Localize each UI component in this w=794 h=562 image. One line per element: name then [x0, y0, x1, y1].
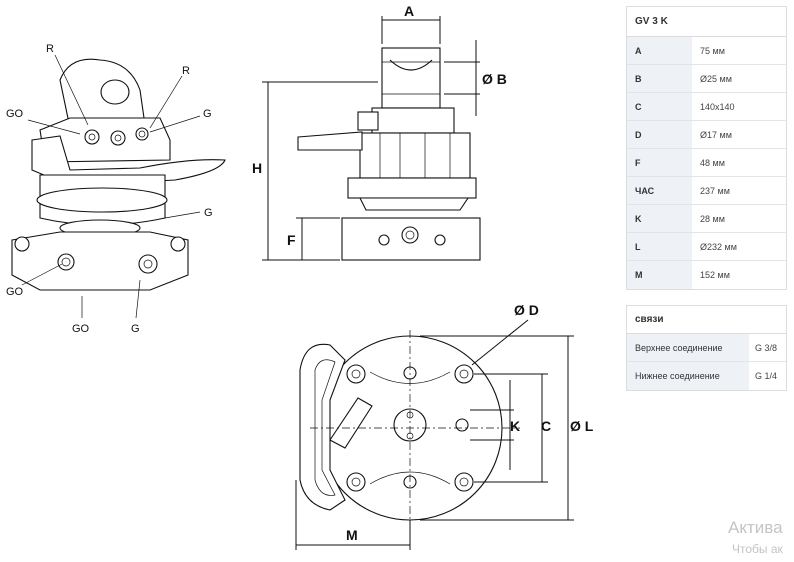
spec-key: D	[627, 121, 692, 148]
spec-value: Ø25 мм	[700, 74, 732, 84]
iso-label-r2: R	[182, 65, 190, 77]
activation-watermark: Актива	[728, 518, 783, 537]
spec-row: M 152 мм	[627, 261, 786, 289]
spec-table: GV 3 K A 75 мм B Ø25 мм C 140x140 D Ø17 мм F…	[626, 6, 787, 290]
side-view: A Ø B H F	[252, 3, 507, 261]
spec-table-title: GV 3 K	[627, 7, 786, 37]
connection-key: Верхнее соединение	[627, 334, 749, 361]
connections-table: связи Верхнее соединение G 3/8 Нижнее сое…	[626, 305, 787, 391]
iso-label-g-mid: G	[204, 207, 213, 219]
spec-key: ЧАС	[627, 177, 692, 204]
spec-row: F 48 мм	[627, 149, 786, 177]
spec-value: 28 мм	[700, 214, 725, 224]
connection-key: Нижнее соединение	[627, 362, 749, 390]
iso-label-go-top: GO	[6, 108, 24, 120]
spec-value: 140x140	[700, 102, 735, 112]
dim-label-l: Ø L	[570, 418, 594, 434]
dim-label-b: Ø B	[482, 71, 507, 87]
spec-key: K	[627, 205, 692, 232]
activation-watermark-sub: Чтобы ак	[732, 542, 783, 556]
technical-drawing: R R GO G G GO GO G	[6, 3, 594, 550]
spec-key: M	[627, 261, 692, 289]
connection-row: Верхнее соединение G 3/8	[627, 334, 786, 362]
dim-label-m: M	[346, 527, 358, 543]
spec-value: 75 мм	[700, 46, 725, 56]
dim-label-a: A	[404, 3, 414, 19]
dim-label-d: Ø D	[514, 302, 539, 318]
spec-value: 152 мм	[700, 270, 730, 280]
spec-row: C 140x140	[627, 93, 786, 121]
iso-label-go-left: GO	[6, 286, 24, 298]
spec-value: 48 мм	[700, 158, 725, 168]
isometric-view: R R GO G G GO GO G	[6, 43, 226, 335]
spec-row: K 28 мм	[627, 205, 786, 233]
connection-value: G 1/4	[755, 371, 778, 381]
spec-key: A	[627, 37, 692, 64]
iso-label-g-top: G	[203, 108, 212, 120]
spec-value: 237 мм	[700, 186, 730, 196]
spec-key: F	[627, 149, 692, 176]
iso-label-r1: R	[46, 43, 54, 55]
iso-label-g-bottom: G	[131, 323, 140, 335]
dim-label-k: K	[510, 418, 520, 434]
spec-key: C	[627, 93, 692, 120]
dim-label-c: C	[541, 418, 551, 434]
dim-label-h: H	[252, 160, 262, 176]
spec-row: A 75 мм	[627, 37, 786, 65]
iso-label-go-bottom: GO	[72, 323, 90, 335]
connection-value: G 3/8	[755, 343, 778, 353]
spec-key: L	[627, 233, 692, 260]
spec-key: B	[627, 65, 692, 92]
spec-value: Ø232 мм	[700, 242, 737, 252]
top-view: Ø D K C Ø L M	[295, 302, 594, 550]
spec-row: L Ø232 мм	[627, 233, 786, 261]
connections-title: связи	[627, 306, 786, 334]
spec-row: ЧАС 237 мм	[627, 177, 786, 205]
spec-row: B Ø25 мм	[627, 65, 786, 93]
connection-row: Нижнее соединение G 1/4	[627, 362, 786, 390]
spec-row: D Ø17 мм	[627, 121, 786, 149]
spec-value: Ø17 мм	[700, 130, 732, 140]
dim-label-f: F	[287, 232, 296, 248]
